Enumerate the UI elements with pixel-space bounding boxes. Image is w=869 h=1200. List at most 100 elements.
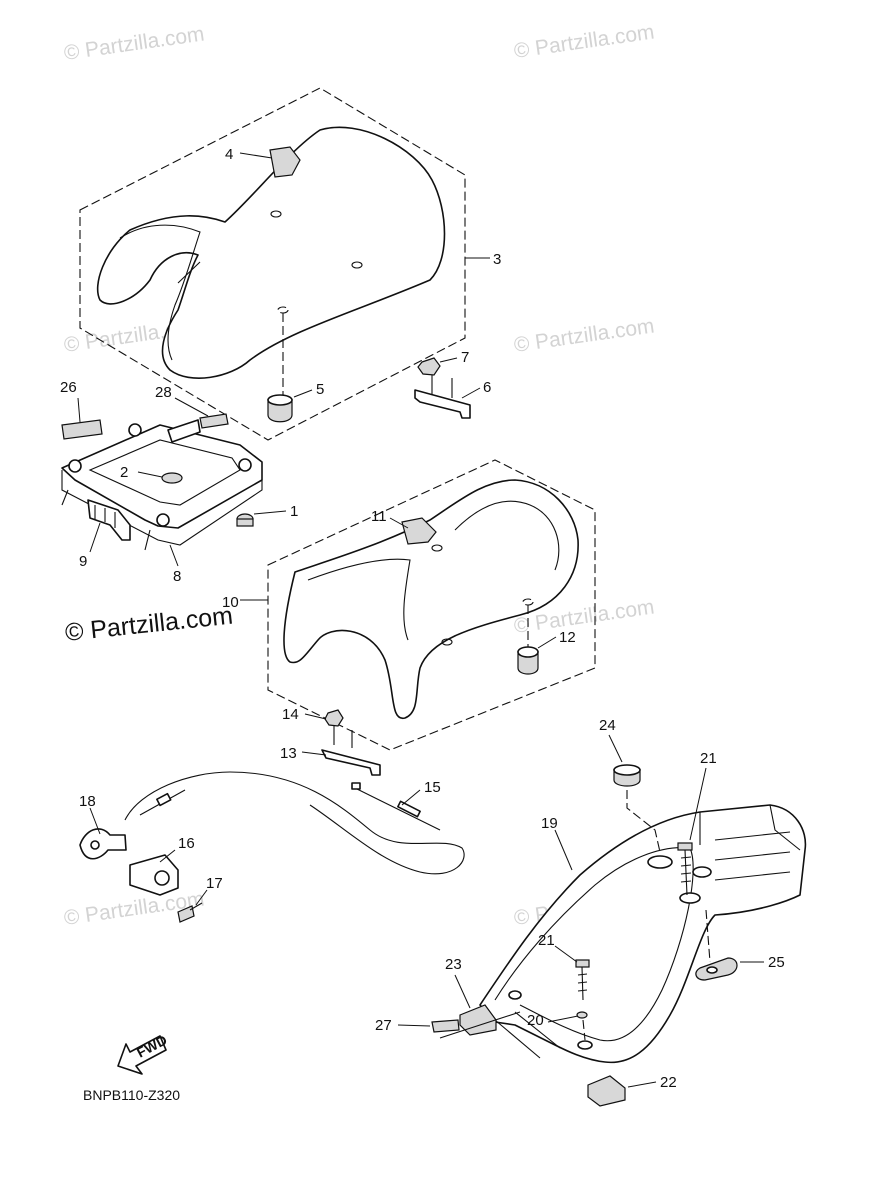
cable-group (124, 771, 465, 875)
leader-7 (439, 357, 458, 363)
seat-assembly-boundary-upper (79, 87, 466, 441)
leader-11 (389, 517, 409, 529)
callout-10: 10 (222, 594, 239, 611)
leader-26 (77, 397, 81, 423)
seat-hole (351, 261, 363, 269)
watermark-main: © Partzilla.com (64, 602, 234, 647)
leader-22 (627, 1081, 657, 1088)
part-11-tab (401, 517, 437, 545)
lower-seat-group (267, 459, 596, 751)
cable-fitting (351, 782, 361, 790)
callout-20: 20 (527, 1012, 544, 1029)
bolt-thread (577, 973, 588, 992)
callout-27: 27 (375, 1017, 392, 1034)
seat-base-group (61, 413, 263, 551)
part-16-bracket (129, 854, 179, 896)
grab-bar-group (479, 804, 807, 1064)
callout-12: 12 (559, 629, 576, 646)
leader-4 (239, 152, 273, 159)
seat-lock-cable (124, 771, 465, 875)
cable-fitting (156, 792, 172, 807)
leader-9 (89, 522, 101, 553)
part-13-bracket (321, 749, 381, 776)
callout-28: 28 (155, 384, 172, 401)
callout-26: 26 (60, 379, 77, 396)
bolt-hole (679, 892, 701, 904)
part-24-grommet-top (613, 764, 641, 776)
rear-seat-rim (307, 558, 411, 641)
leader-28 (174, 397, 209, 417)
seat-hole (431, 544, 443, 552)
callout-7: 7 (461, 349, 469, 366)
part-5-damper-top (267, 394, 293, 406)
callout-11: 11 (371, 508, 387, 525)
leader-16 (159, 849, 176, 863)
leader-19 (554, 829, 573, 871)
front-seat-edge (177, 261, 201, 284)
bolt-thread (680, 856, 692, 883)
grab-bar-rack-slats (714, 831, 791, 881)
callout-8: 8 (173, 568, 181, 585)
leader-12 (537, 636, 557, 649)
watermark-top-left: © Partzilla.com (62, 22, 205, 64)
callout-2: 2 (120, 464, 128, 481)
collar-axis (705, 909, 711, 963)
label-leader (439, 1011, 521, 1039)
part-7-nut (417, 357, 441, 376)
grab-bar-rack-edge (699, 804, 801, 851)
bolt-hole (508, 990, 522, 1000)
callout-4: 4 (225, 146, 233, 163)
watermark-mid-right: © Partzilla.com (512, 314, 655, 356)
seat-base-inner (88, 439, 241, 506)
callout-19: 19 (541, 815, 558, 832)
callout-22: 22 (660, 1074, 677, 1091)
part-20-collar (576, 1011, 588, 1019)
bolt-hole (577, 1040, 593, 1050)
callout-24: 24 (599, 717, 616, 734)
grab-bar-lower-edge (494, 1011, 561, 1059)
leader-15 (401, 789, 421, 806)
front-seat-rim (119, 224, 201, 361)
part-6-bracket (414, 389, 471, 419)
part-18-lever (79, 828, 127, 860)
lock-cylinder (154, 870, 170, 886)
bracket-13-group (321, 709, 381, 776)
base-hooks (61, 489, 151, 551)
part-4-tab (269, 146, 301, 178)
callout-3: 3 (493, 251, 501, 268)
callout-1: 1 (290, 503, 298, 520)
seat-hole (441, 638, 453, 646)
leader-2 (137, 471, 163, 478)
collar-hole (706, 966, 718, 974)
callout-6: 6 (483, 379, 491, 396)
part-21-bolt-head (575, 959, 590, 968)
part-12-damper-top (517, 646, 539, 658)
bolt-hole (692, 866, 712, 878)
callout-numbers: 4 3 5 7 6 26 28 2 1 9 8 11 10 12 14 13 1… (60, 146, 785, 1091)
callout-14: 14 (282, 706, 299, 723)
leader-lines (77, 152, 764, 1088)
callout-21-lower: 21 (538, 932, 555, 949)
collar-axis (582, 1019, 586, 1041)
part-12-damper (517, 651, 539, 675)
seat-assembly-boundary-lower (267, 459, 596, 751)
callout-17: 17 (206, 875, 223, 892)
part-1-grommet-body (236, 518, 254, 527)
bolt-hole (647, 855, 673, 869)
callout-13: 13 (280, 745, 297, 762)
part-15-cable (354, 787, 441, 831)
forward-arrow-group: FWD (117, 1032, 170, 1075)
part-2-grommet (161, 472, 183, 484)
diagram-code: BNPB110-Z320 (83, 1087, 180, 1103)
leader-17 (195, 889, 208, 906)
screw-thread (189, 902, 203, 911)
part-9-latch (87, 499, 131, 541)
leader-20 (547, 1015, 579, 1023)
leader-21a (689, 767, 707, 841)
callout-18: 18 (79, 793, 96, 810)
leader-5 (293, 389, 313, 398)
leader-6 (461, 387, 481, 399)
leader-13 (301, 751, 327, 756)
rear-seat-contour (454, 500, 560, 571)
